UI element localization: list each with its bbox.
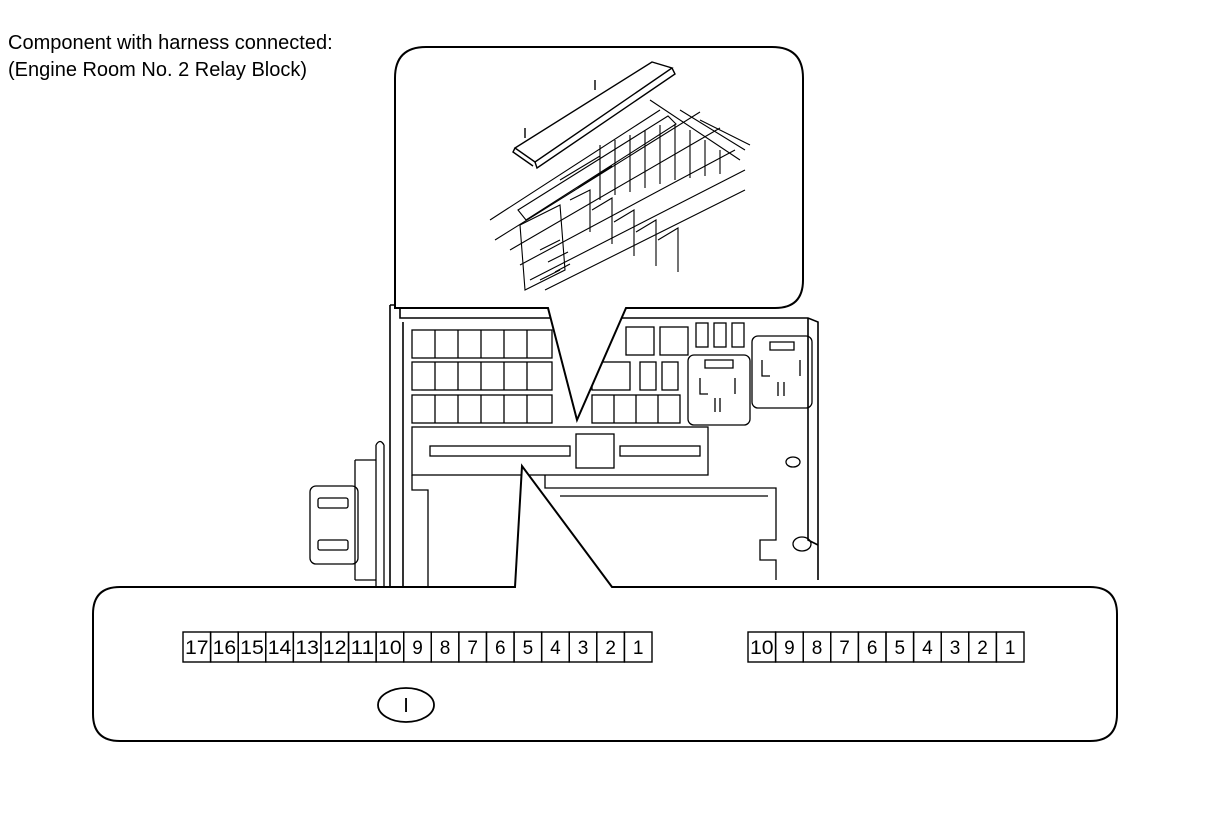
connector-marker: I: [377, 687, 435, 723]
block-connector: [411, 426, 709, 476]
pin-label-6: 6: [495, 638, 506, 659]
pin-label-1: 1: [1005, 638, 1016, 659]
pin-label-6: 6: [867, 638, 878, 659]
pin-label-10: 10: [750, 638, 774, 659]
pin-label-10: 10: [378, 638, 402, 659]
block-lower-housing: [411, 475, 777, 590]
pin-label-15: 15: [240, 638, 264, 659]
pin-cell-1: [623, 631, 653, 663]
diagram-caption: Component with harness connected: (Engin…: [8, 30, 333, 84]
pin-label-2: 2: [977, 638, 988, 659]
pin-label-2: 2: [605, 638, 616, 659]
pin-label-5: 5: [523, 638, 534, 659]
pin-label-8: 8: [440, 638, 451, 659]
pin-label-5: 5: [895, 638, 906, 659]
pin-label-3: 3: [950, 638, 961, 659]
pin-label-3: 3: [578, 638, 589, 659]
pin-label-8: 8: [812, 638, 823, 659]
pin-label-13: 13: [295, 638, 319, 659]
pin-label-7: 7: [839, 638, 850, 659]
connector-marker-label: I: [403, 695, 409, 717]
caption-line-2: (Engine Room No. 2 Relay Block): [8, 59, 308, 81]
pin-label-16: 16: [213, 638, 237, 659]
caption-line-1: Component with harness connected:: [8, 32, 333, 54]
pin-label-11: 11: [351, 638, 375, 659]
side-clip: [309, 440, 385, 588]
relay-cavities: [411, 322, 745, 424]
pin-cell-1: [995, 631, 1025, 663]
pin-label-17: 17: [185, 638, 209, 659]
pin-label-12: 12: [323, 638, 347, 659]
pinout-callout: [92, 463, 1118, 742]
detail-callout: [393, 46, 804, 424]
pin-label-9: 9: [412, 638, 423, 659]
connector-cover: [512, 61, 676, 170]
pin-label-14: 14: [268, 638, 292, 659]
pin-label-7: 7: [467, 638, 478, 659]
connector-sketch: [489, 99, 751, 291]
pin-label-9: 9: [784, 638, 795, 659]
pin-label-4: 4: [922, 638, 933, 659]
pin-label-1: 1: [633, 638, 644, 659]
relay-sockets: [687, 335, 813, 552]
pin-label-4: 4: [550, 638, 561, 659]
